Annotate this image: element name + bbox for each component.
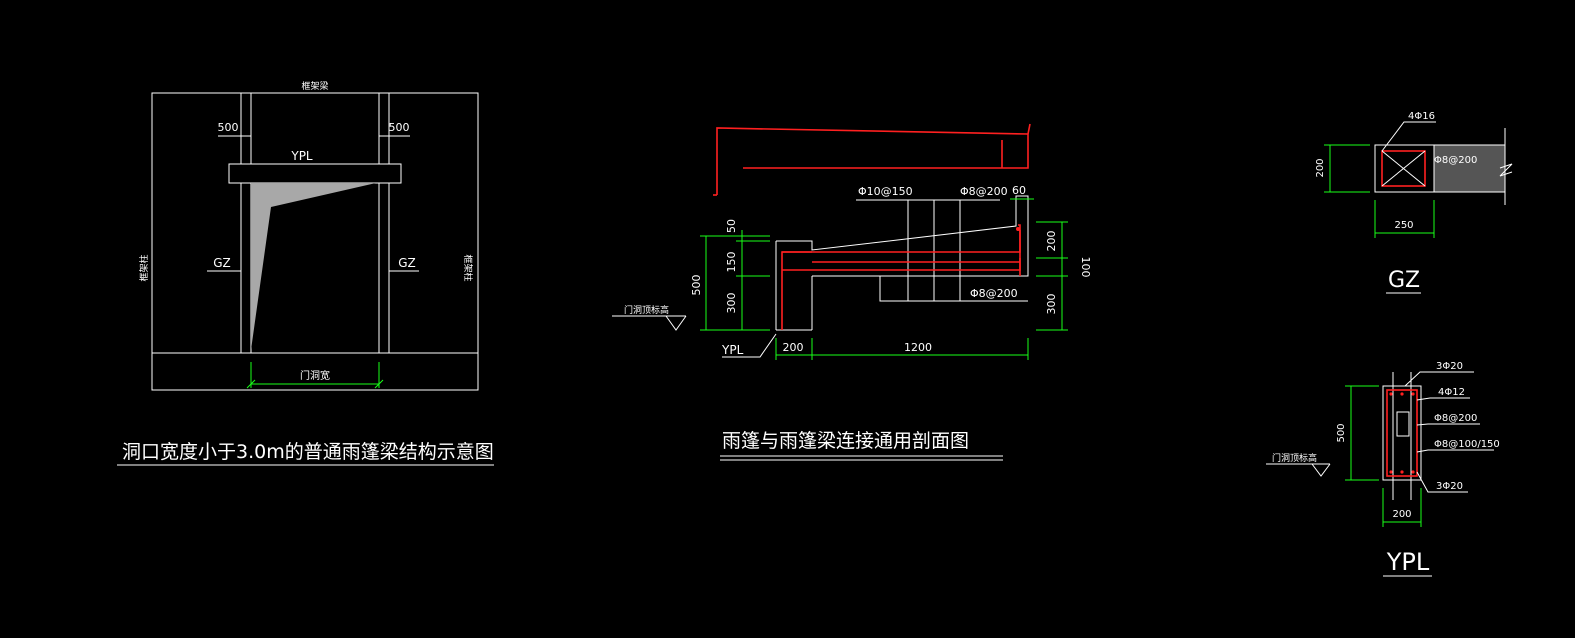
dim-500-mid: 500 bbox=[690, 275, 703, 296]
ypl-dim-500: 500 bbox=[1336, 423, 1347, 442]
canopy-beam-elevation: 框架梁 500 500 YPL GZ GZ 框架柱 框架柱 门洞宽 洞口宽度小于… bbox=[117, 80, 494, 466]
gz-bar-main: 4Φ16 bbox=[1408, 111, 1435, 122]
door-width-label: 门洞宽 bbox=[300, 369, 330, 382]
rebar-dot bbox=[1389, 392, 1393, 396]
door-width-tick-right bbox=[374, 379, 384, 389]
left-title: 洞口宽度小于3.0m的普通雨篷梁结构示意图 bbox=[122, 441, 494, 463]
ypl-label-mid: YPL bbox=[721, 343, 744, 357]
dim-200-bottom: 200 bbox=[783, 341, 804, 354]
ypl-leader-st1 bbox=[1416, 423, 1480, 426]
dim-300-left: 300 bbox=[725, 293, 738, 314]
ypl-bar-bottom: 3Φ20 bbox=[1436, 481, 1463, 492]
frame-beam-label: 框架梁 bbox=[301, 80, 328, 92]
ypl-label-left: YPL bbox=[290, 149, 313, 163]
dim-300-right: 300 bbox=[1045, 294, 1058, 315]
canopy-section-fill bbox=[251, 183, 376, 350]
middle-title: 雨篷与雨篷梁连接通用剖面图 bbox=[722, 430, 969, 452]
rebar-dot bbox=[1411, 470, 1415, 474]
rebar-dot bbox=[1411, 392, 1415, 396]
rebar-dot bbox=[1389, 470, 1393, 474]
ypl-leader-mid bbox=[722, 333, 777, 358]
ypl-beam bbox=[228, 163, 402, 184]
ypl-outline bbox=[1382, 385, 1422, 481]
ypl-leader-mid bbox=[1416, 397, 1470, 401]
canopy-section: Φ10@150 Φ8@200 60 Φ8@200 50 150 300 500 … bbox=[612, 123, 1092, 461]
ypl-stirrup bbox=[1386, 389, 1418, 477]
door-top-label-mid: 门洞顶标高 bbox=[624, 304, 669, 316]
ypl-leader-st2 bbox=[1416, 449, 1494, 453]
dim-50: 50 bbox=[725, 219, 738, 233]
bar-label-phi8-bottom: Φ8@200 bbox=[970, 287, 1018, 300]
ypl-title: YPL bbox=[1386, 548, 1430, 576]
slab-top-rebar-red bbox=[782, 224, 1021, 253]
rebar-dot bbox=[1400, 470, 1404, 474]
gz-dim-250: 250 bbox=[1394, 220, 1413, 231]
bar-label-phi8-top: Φ8@200 bbox=[960, 185, 1008, 198]
dim-100: 100 bbox=[1079, 257, 1092, 278]
frame-column-label-left: 框架柱 bbox=[138, 254, 150, 281]
rebar-dot bbox=[1400, 392, 1404, 396]
ypl-inner-tie bbox=[1396, 411, 1410, 437]
slab-bottom-rebar-red bbox=[782, 258, 1021, 271]
gz-stirrup bbox=[1381, 150, 1426, 187]
gz-label-right: GZ bbox=[398, 256, 416, 270]
door-width-tick-left bbox=[246, 379, 256, 389]
ypl-leader-bot bbox=[1416, 471, 1468, 493]
ypl-level-mark bbox=[1311, 463, 1331, 477]
gz-section: 4Φ16 Φ8@200 200 250 GZ bbox=[1315, 111, 1513, 294]
gz-label-left: GZ bbox=[213, 256, 231, 270]
gz-break-line bbox=[1499, 163, 1513, 177]
gz-wall-hatch bbox=[1433, 144, 1506, 193]
gz-stirrup-label: Φ8@200 bbox=[1434, 155, 1477, 166]
gz-title: GZ bbox=[1388, 268, 1420, 293]
level-mark bbox=[665, 315, 687, 331]
ypl-stirrup-2: Φ8@100/150 bbox=[1434, 439, 1500, 450]
ypl-section: 3Φ20 4Φ12 Φ8@200 Φ8@100/150 3Φ20 500 门洞顶… bbox=[1266, 361, 1500, 577]
rebar-dot bbox=[1016, 227, 1020, 231]
ypl-dim-200: 200 bbox=[1392, 509, 1411, 520]
dim-500-right: 500 bbox=[389, 121, 410, 134]
ypl-door-top-label: 门洞顶标高 bbox=[1272, 452, 1317, 464]
frame-outline bbox=[151, 92, 479, 391]
ypl-leader-top bbox=[1404, 371, 1474, 387]
dim-1200: 1200 bbox=[904, 341, 932, 354]
dim-500-left: 500 bbox=[218, 121, 239, 134]
dim-150: 150 bbox=[725, 252, 738, 273]
gz-cross-2 bbox=[1381, 150, 1426, 187]
frame-column-label-right: 框架柱 bbox=[462, 254, 474, 281]
gz-dim-200: 200 bbox=[1315, 158, 1326, 177]
top-rebar-hook-right bbox=[1027, 123, 1031, 135]
ypl-bar-top: 3Φ20 bbox=[1436, 361, 1463, 372]
bar-label-phi10: Φ10@150 bbox=[858, 185, 913, 198]
beam-stirrup-red bbox=[781, 251, 812, 330]
beam-slab-outline bbox=[776, 195, 1029, 302]
ypl-bar-mid: 4Φ12 bbox=[1438, 387, 1465, 398]
dim-60: 60 bbox=[1012, 184, 1026, 197]
dim-200-right: 200 bbox=[1045, 231, 1058, 252]
ypl-stirrup-1: Φ8@200 bbox=[1434, 413, 1477, 424]
gz-bar-leader bbox=[1381, 121, 1436, 152]
